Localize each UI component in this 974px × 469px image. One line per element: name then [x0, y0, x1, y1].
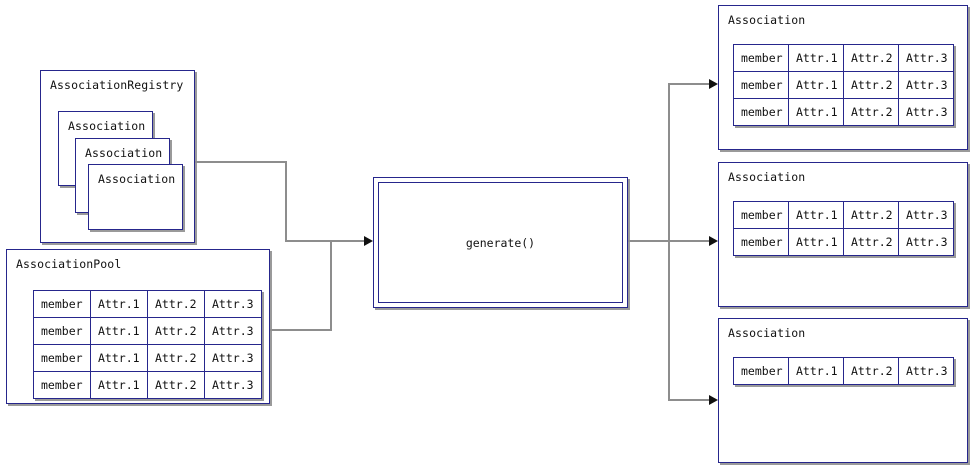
table-row: member Attr.1 Attr.2 Attr.3 [733, 71, 954, 99]
cell-attr1: Attr.1 [788, 228, 844, 256]
cell-member: member [733, 71, 789, 99]
generate-process-box: generate() [373, 177, 628, 308]
association-pool-table: member Attr.1 Attr.2 Attr.3 member Attr.… [33, 290, 262, 399]
connector-pool-vertical [330, 240, 332, 331]
cell-attr1: Attr.1 [90, 290, 148, 318]
cell-attr3: Attr.3 [204, 317, 262, 345]
cell-attr2: Attr.2 [843, 71, 899, 99]
cell-member: member [33, 344, 91, 372]
association-output-box-3: Association [718, 318, 968, 463]
table-row: member Attr.1 Attr.2 Attr.3 [33, 371, 262, 399]
table-row: member Attr.1 Attr.2 Attr.3 [733, 201, 954, 229]
cell-member: member [33, 371, 91, 399]
connector-branch-2 [668, 240, 714, 242]
association-registry-title: AssociationRegistry [50, 78, 184, 92]
arrowhead-output-3 [709, 395, 718, 405]
connector-branch-3 [668, 399, 714, 401]
cell-attr1: Attr.1 [788, 357, 844, 385]
table-row: member Attr.1 Attr.2 Attr.3 [733, 98, 954, 126]
cell-member: member [733, 98, 789, 126]
cell-attr3: Attr.3 [898, 44, 954, 72]
association-output-2-table: member Attr.1 Attr.2 Attr.3 member Attr.… [733, 201, 954, 256]
table-row: member Attr.1 Attr.2 Attr.3 [733, 228, 954, 256]
cell-attr1: Attr.1 [788, 98, 844, 126]
registry-card-3: Association [88, 164, 183, 230]
association-output-2-title: Association [728, 170, 806, 184]
cell-member: member [733, 44, 789, 72]
table-row: member Attr.1 Attr.2 Attr.3 [33, 344, 262, 372]
cell-attr2: Attr.2 [147, 290, 205, 318]
registry-card-3-title: Association [98, 172, 176, 186]
cell-attr1: Attr.1 [90, 317, 148, 345]
table-row: member Attr.1 Attr.2 Attr.3 [33, 290, 262, 318]
generate-process-label: generate() [465, 235, 536, 250]
cell-attr3: Attr.3 [898, 71, 954, 99]
association-output-2-table-body: member Attr.1 Attr.2 Attr.3 member Attr.… [733, 201, 954, 256]
cell-attr2: Attr.2 [147, 371, 205, 399]
association-pool-title: AssociationPool [16, 257, 122, 271]
registry-card-1-title: Association [68, 119, 146, 133]
cell-attr2: Attr.2 [843, 98, 899, 126]
association-output-1-title: Association [728, 13, 806, 27]
cell-member: member [733, 201, 789, 229]
connector-registry-horizontal [195, 161, 286, 163]
cell-attr2: Attr.2 [843, 228, 899, 256]
registry-card-2-title: Association [85, 146, 163, 160]
cell-attr1: Attr.1 [788, 201, 844, 229]
cell-attr3: Attr.3 [898, 228, 954, 256]
cell-attr3: Attr.3 [204, 344, 262, 372]
cell-attr3: Attr.3 [898, 98, 954, 126]
cell-attr2: Attr.2 [147, 317, 205, 345]
connector-generate-output [628, 240, 670, 242]
cell-attr3: Attr.3 [898, 201, 954, 229]
arrowhead-output-2 [709, 236, 718, 246]
cell-attr2: Attr.2 [843, 357, 899, 385]
table-row: member Attr.1 Attr.2 Attr.3 [733, 357, 954, 385]
cell-member: member [33, 290, 91, 318]
cell-attr3: Attr.3 [898, 357, 954, 385]
association-output-3-table-body: member Attr.1 Attr.2 Attr.3 [733, 357, 954, 385]
association-output-3-title: Association [728, 326, 806, 340]
connector-input-to-generate [285, 240, 367, 242]
generate-process-inner-frame [378, 182, 623, 303]
cell-attr3: Attr.3 [204, 371, 262, 399]
cell-member: member [733, 357, 789, 385]
association-output-3-table: member Attr.1 Attr.2 Attr.3 [733, 357, 954, 385]
cell-attr2: Attr.2 [843, 201, 899, 229]
table-row: member Attr.1 Attr.2 Attr.3 [733, 44, 954, 72]
association-output-1-table: member Attr.1 Attr.2 Attr.3 member Attr.… [733, 44, 954, 126]
arrowhead-output-1 [709, 79, 718, 89]
cell-member: member [733, 228, 789, 256]
cell-attr2: Attr.2 [843, 44, 899, 72]
cell-attr2: Attr.2 [147, 344, 205, 372]
cell-attr1: Attr.1 [90, 344, 148, 372]
association-output-1-table-body: member Attr.1 Attr.2 Attr.3 member Attr.… [733, 44, 954, 126]
cell-attr3: Attr.3 [204, 290, 262, 318]
cell-attr1: Attr.1 [90, 371, 148, 399]
cell-attr1: Attr.1 [788, 44, 844, 72]
association-pool-table-body: member Attr.1 Attr.2 Attr.3 member Attr.… [33, 290, 262, 399]
connector-pool-horizontal [270, 329, 331, 331]
table-row: member Attr.1 Attr.2 Attr.3 [33, 317, 262, 345]
cell-member: member [33, 317, 91, 345]
connector-output-trunk [668, 83, 670, 401]
connector-branch-1 [668, 83, 714, 85]
cell-attr1: Attr.1 [788, 71, 844, 99]
connector-registry-vertical [285, 161, 287, 242]
arrowhead-into-generate [364, 236, 373, 246]
